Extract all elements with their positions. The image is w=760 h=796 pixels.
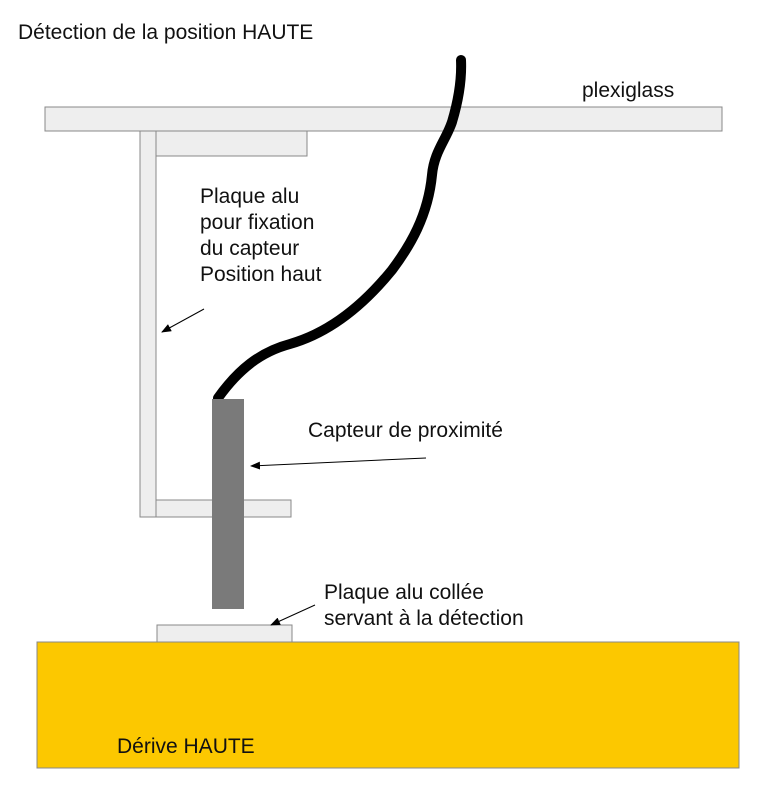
sensor-arrow xyxy=(250,457,427,470)
bracket-label-line-1: Plaque alu xyxy=(200,185,300,208)
drift-block xyxy=(36,641,740,769)
bracket-label-line-4: Position haut xyxy=(200,263,322,286)
sensor-cable xyxy=(213,55,467,403)
plexiglass-label: plexiglass xyxy=(582,79,675,102)
proximity-sensor xyxy=(212,399,244,609)
target-plate-label: Plaque alu collée servant à la détection xyxy=(324,580,524,632)
target-plate-label-line-2: servant à la détection xyxy=(324,607,524,630)
target-plate-arrow xyxy=(270,604,316,626)
bracket-vertical-bar xyxy=(139,130,157,518)
target-plate-label-line-1: Plaque alu collée xyxy=(324,581,484,604)
plexiglass-plate xyxy=(44,106,723,132)
bracket-top-arm xyxy=(155,130,308,157)
sensor-label: Capteur de proximité xyxy=(308,419,503,442)
bracket-arrow xyxy=(161,308,205,333)
bracket-label-line-2: pour fixation xyxy=(200,211,315,234)
bracket-label-line-3: du capteur xyxy=(200,237,300,260)
bracket-label: Plaque alu pour fixation du capteur Posi… xyxy=(200,184,321,288)
diagram-title: Détection de la position HAUTE xyxy=(18,21,314,44)
target-plate xyxy=(156,624,293,643)
drift-label: Dérive HAUTE xyxy=(117,735,255,758)
